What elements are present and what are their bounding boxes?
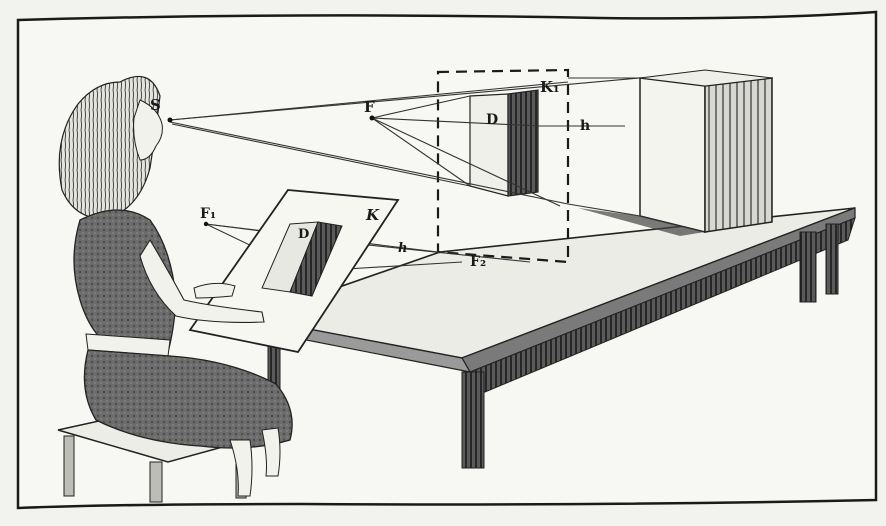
woman-leg-2	[261, 427, 281, 477]
object-box-side	[704, 77, 773, 233]
label-D-board: D	[298, 227, 309, 242]
projected-box-side	[507, 89, 539, 197]
label-F2: F₂	[470, 254, 486, 270]
stool-leg-1	[63, 435, 75, 497]
table-leg-front-left	[461, 371, 485, 469]
woman-hand-upper	[193, 282, 236, 299]
object-box-top	[639, 69, 773, 87]
object-box-front	[639, 77, 706, 233]
woman-face	[133, 99, 163, 161]
table-leg-front-right	[799, 231, 817, 303]
projected-box-front	[469, 93, 509, 197]
object-box-shadow	[578, 208, 705, 236]
board-drawn-box-side	[289, 221, 343, 297]
point-F-marker	[369, 115, 375, 121]
label-K: K	[365, 206, 380, 224]
stool-leg-2	[149, 461, 163, 503]
woman-leg	[229, 439, 253, 497]
seated-woman	[58, 75, 293, 497]
table-leg-back-right	[825, 223, 839, 295]
label-F1: F₁	[200, 206, 216, 222]
label-K1: K₁	[540, 78, 560, 96]
label-h-upper: h	[580, 118, 590, 134]
point-F1-marker	[203, 221, 209, 227]
label-S: S	[150, 96, 161, 114]
label-h-lower: h	[398, 241, 407, 256]
label-F: F	[364, 98, 375, 116]
woman-arm	[139, 238, 265, 323]
point-S-marker	[167, 117, 173, 123]
label-D: D	[486, 112, 498, 128]
picture-plane-dashed	[436, 68, 570, 264]
